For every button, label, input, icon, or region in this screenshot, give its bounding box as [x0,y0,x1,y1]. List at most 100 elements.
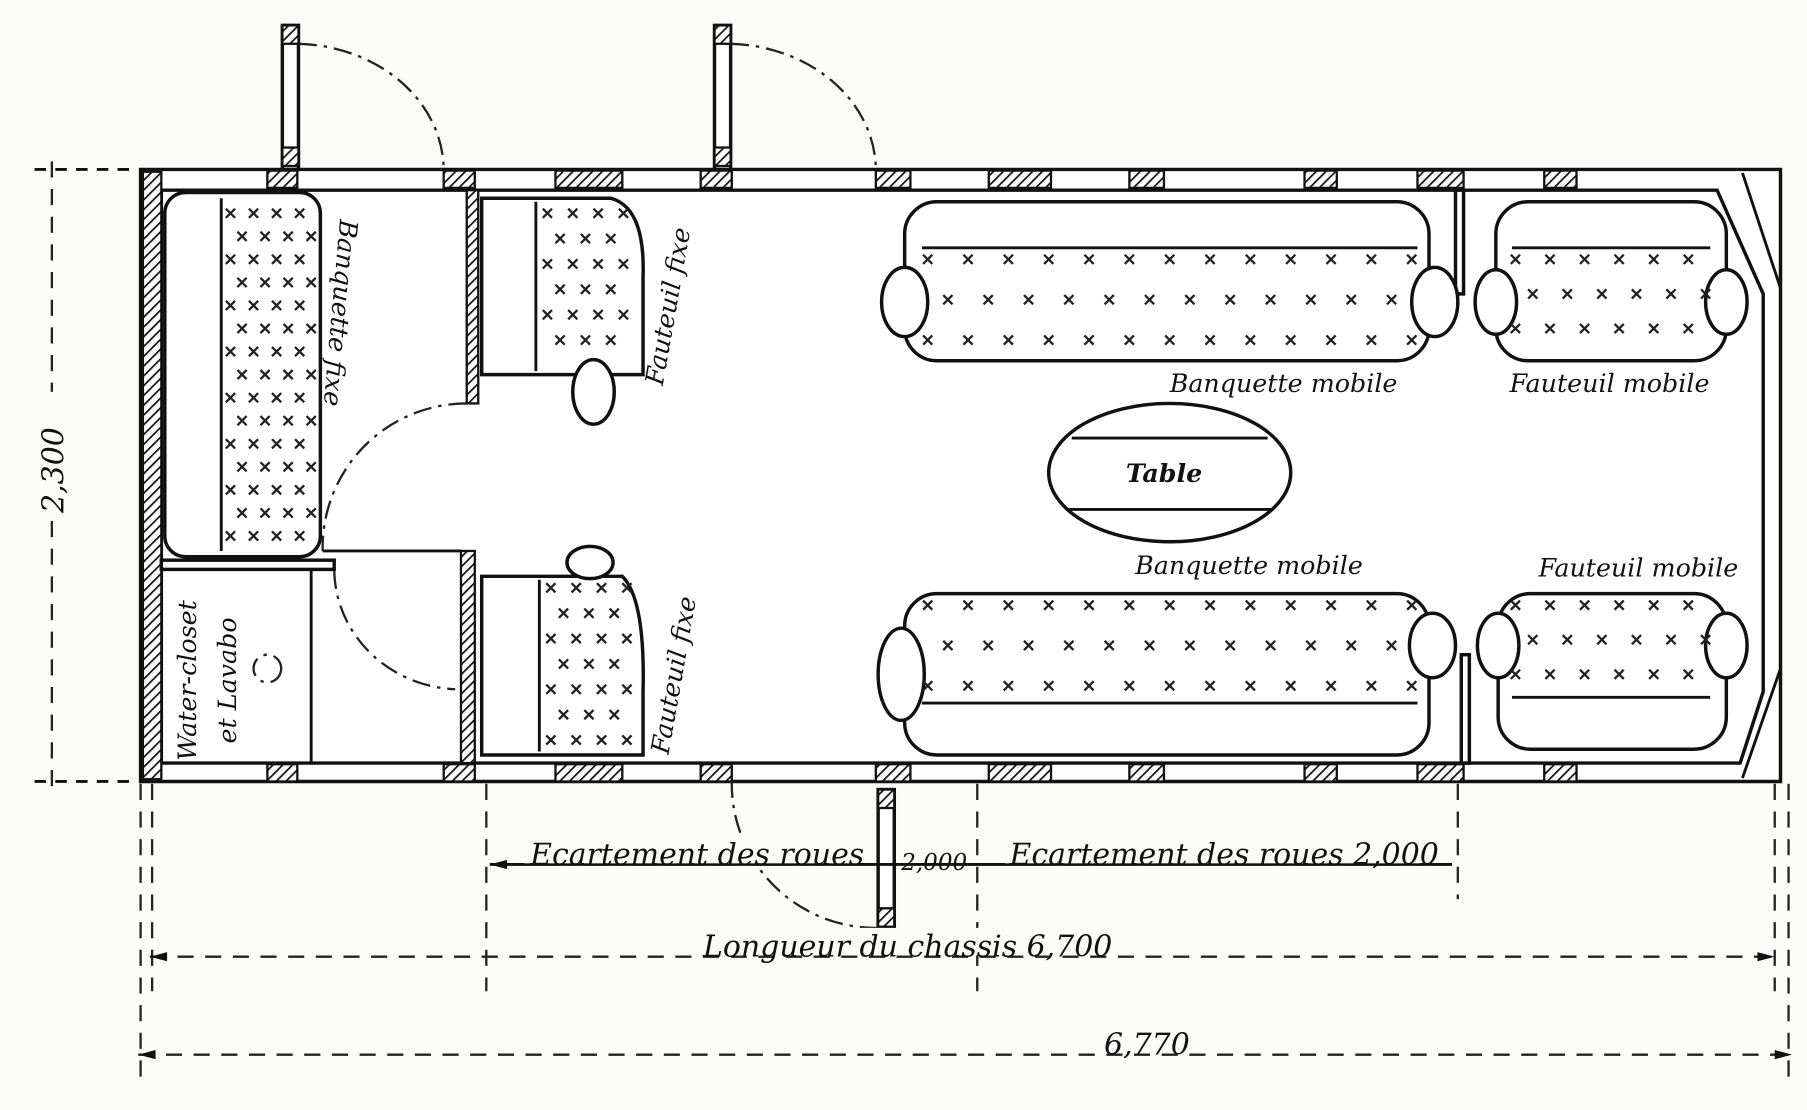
tuft-mark [962,680,974,692]
tuft-mark [1613,253,1625,265]
tuft-mark [1648,599,1660,611]
tuft-mark [236,461,248,473]
tuft-mark [1023,294,1034,306]
tuft-mark [1244,599,1256,611]
tuft-mark [259,507,271,519]
tuft-mark [962,599,974,611]
tuft-mark [225,392,236,404]
tuft-mark [570,582,582,594]
window-block [1543,169,1578,190]
tuft-mark [621,582,633,594]
window-block [1416,763,1465,783]
tuft-mark [1596,288,1608,300]
tuft-mark [248,484,259,496]
tuft-mark [1510,323,1521,334]
tuft-mark [1544,668,1556,680]
tuft-mark [282,461,294,473]
tuft-mark [1305,640,1317,651]
tuft-mark [1365,599,1377,611]
tuft-mark [1579,253,1591,265]
tuft-mark [225,253,236,265]
tuft-mark [1285,334,1297,346]
tuft-mark [592,258,604,270]
tuft-mark [1063,640,1075,651]
tuft-mark [271,530,283,542]
tuft-mark [1063,294,1075,306]
tuft-mark [570,734,582,746]
tuft-mark [1406,334,1418,346]
water-closet: Water-closet et Lavabo [172,599,283,761]
tuft-mark [1325,599,1337,611]
tuft-mark [225,300,236,311]
tuft-mark [570,683,582,695]
window-block [1303,169,1338,190]
tuft-mark [1527,288,1539,300]
tuft-mark [271,300,283,311]
tuft-mark [541,258,553,270]
wheelbase-left-label: Ecartement des roues [529,837,864,872]
tuft-mark [618,258,629,270]
tuft-mark [1631,288,1642,300]
tuft-mark [1406,599,1418,611]
tuft-mark [962,253,974,265]
dimension-lines-bottom: Ecartement des roues 2,000 Ecartement de… [138,783,1793,1084]
tuft-mark [1544,253,1556,265]
tuft-mark [1043,599,1055,611]
tuft-mark [294,438,306,450]
tuft-mark [225,484,236,496]
tuft-mark [596,734,607,746]
tuft-mark [271,346,283,357]
tuft-mark [554,233,566,245]
tuft-mark [1386,640,1397,651]
tuft-mark [1365,680,1377,692]
tuft-mark [1665,288,1677,300]
wc-label-line2: et Lavabo [212,617,242,743]
tuft-mark [1510,253,1521,265]
tuft-mark [1510,599,1521,611]
tuft-mark [1648,668,1660,680]
tuft-mark [305,323,317,334]
wheelbase-left-value: 2,000 [900,850,967,876]
tuft-mark [541,309,553,321]
tuft-mark [567,258,579,270]
tuft-mark [541,207,553,219]
tuft-mark [236,323,248,334]
fauteuil-mobile-top-label: Fauteuil mobile [1509,368,1710,398]
tuft-mark [1648,253,1660,265]
tuft-mark [1265,640,1276,651]
tuft-mark [1613,599,1625,611]
table: Table [1046,401,1293,544]
tuft-mark [567,309,579,321]
tuft-mark [1510,668,1521,680]
tuft-mark [583,658,595,670]
tuft-mark [1002,253,1014,265]
tuft-mark [1406,680,1418,692]
tuft-mark [608,658,620,670]
tuft-mark [596,633,607,644]
tuft-mark [305,276,317,288]
tuft-mark [1224,294,1236,306]
doors [280,23,897,930]
window-block [442,763,476,783]
tuft-mark [236,230,248,242]
fauteuil-mobile-bottom-label: Fauteuil mobile [1537,552,1738,582]
window-block [266,169,299,190]
tuft-mark [225,530,236,542]
tuft-mark [1682,668,1694,680]
tuft-mark [271,253,283,265]
tuft-mark [1325,680,1337,692]
tuft-mark [1596,634,1608,646]
tuft-mark [259,276,271,288]
tuft-mark [1103,640,1115,651]
tuft-mark [282,507,294,519]
tuft-mark [580,283,591,295]
tuft-mark [294,346,306,357]
tuft-mark [618,309,629,321]
tuft-mark [225,438,236,450]
tuft-mark [248,530,259,542]
tuft-mark [236,369,248,381]
tuft-mark [592,309,604,321]
tuft-mark [1164,680,1176,692]
tuft-mark [282,230,294,242]
